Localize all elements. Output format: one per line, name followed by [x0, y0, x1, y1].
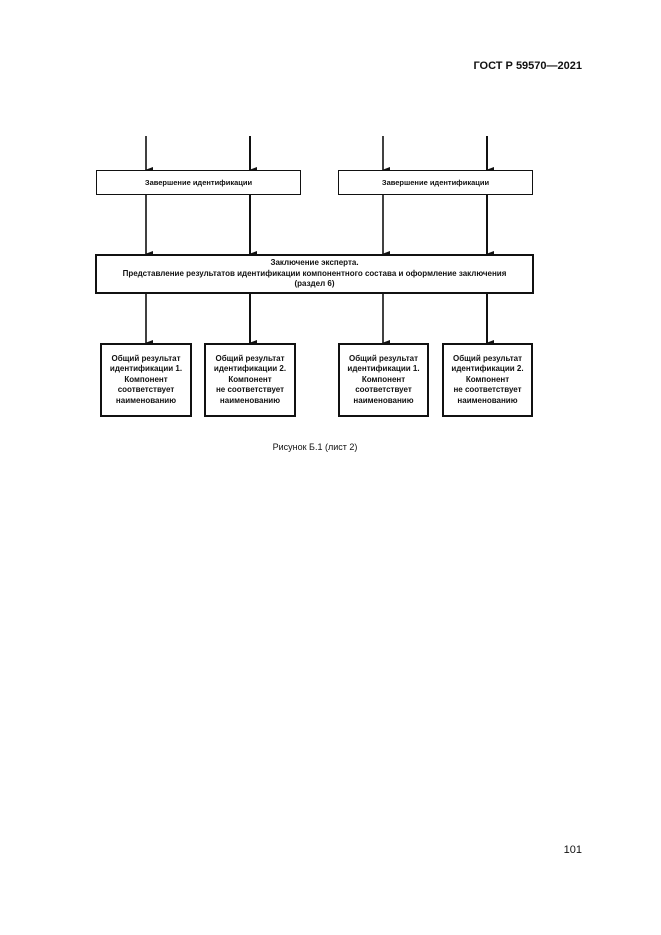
result-box-2: Общий результат идентификации 2. Компоне…	[204, 343, 296, 417]
result-1-line-1: Общий результат	[111, 354, 181, 364]
result-3-line-3: Компонент	[361, 374, 406, 384]
conclusion-line-1: Заключение эксперта.	[270, 257, 359, 267]
result-box-3: Общий результат идентификации 1. Компоне…	[338, 343, 429, 417]
result-4-line-3: Компонент	[465, 374, 510, 384]
completion-box-left: Завершение идентификации	[96, 170, 301, 195]
result-4-line-1: Общий результат	[452, 354, 522, 364]
conclusion-box: Заключение эксперта. Представление резул…	[95, 254, 534, 294]
result-3-line-4: соответствует	[355, 385, 412, 395]
completion-label-right: Завершение идентификации	[381, 177, 490, 187]
result-2-line-1: Общий результат	[215, 354, 285, 364]
result-4-line-2: идентификации 2.	[451, 364, 524, 374]
result-4-line-5: наименованию	[457, 395, 518, 405]
result-2-line-3: Компонент	[228, 374, 272, 384]
page-number: 101	[563, 844, 582, 856]
result-2-line-4: не соответствует	[215, 385, 285, 395]
result-3-line-1: Общий результат	[348, 354, 418, 364]
figure-caption: Рисунок Б.1 (лист 2)	[272, 442, 358, 452]
result-box-1: Общий результат идентификации 1. Компоне…	[100, 343, 192, 417]
conclusion-line-2: Представление результатов идентификации …	[122, 268, 507, 278]
completion-label-left: Завершение идентификации	[144, 177, 253, 187]
result-box-4: Общий результат идентификации 2. Компоне…	[442, 343, 533, 417]
result-1-line-3: Компонент	[124, 374, 168, 384]
result-1-line-5: наименованию	[115, 395, 177, 405]
result-2-line-2: идентификации 2.	[213, 364, 287, 374]
result-4-line-4: не соответствует	[453, 385, 522, 395]
result-3-line-5: наименованию	[353, 395, 414, 405]
result-2-line-5: наименованию	[219, 395, 281, 405]
document-id: ГОСТ Р 59570—2021	[473, 60, 582, 72]
result-1-line-4: соответствует	[117, 385, 175, 395]
conclusion-line-3: (раздел 6)	[294, 279, 335, 289]
result-1-line-2: идентификации 1.	[109, 364, 183, 374]
result-3-line-2: идентификации 1.	[347, 364, 420, 374]
completion-box-right: Завершение идентификации	[338, 170, 533, 195]
